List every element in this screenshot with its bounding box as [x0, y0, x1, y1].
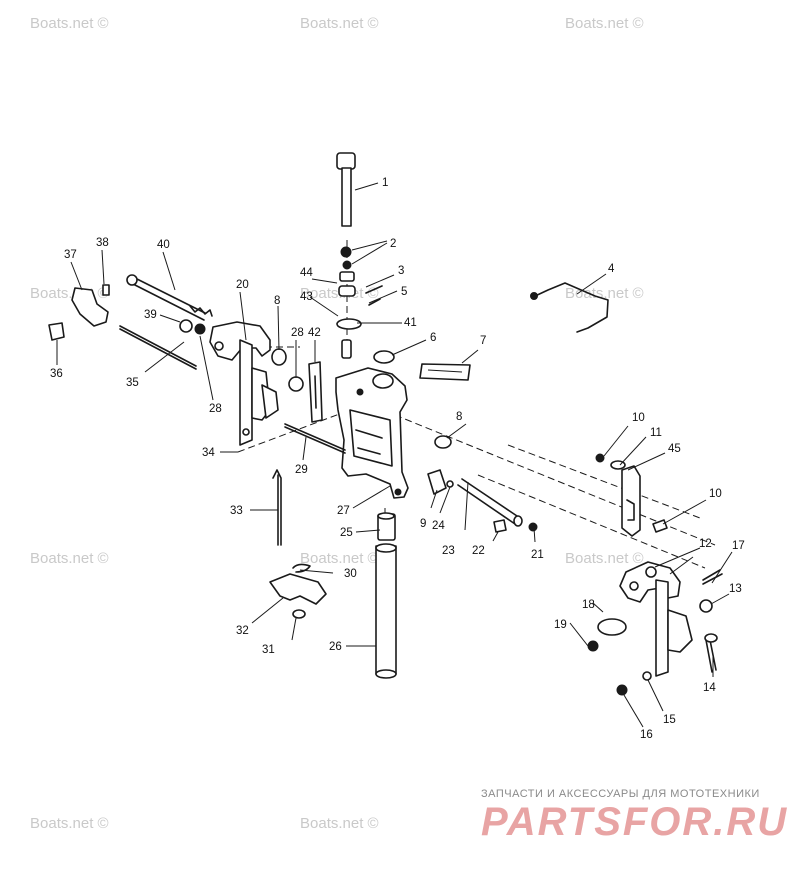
callout-26: 26 [329, 641, 342, 653]
watermark: Boats.net © [30, 815, 109, 832]
callout-23: 23 [442, 545, 455, 557]
part-29-rod [284, 423, 346, 454]
callout-2: 2 [390, 238, 396, 250]
leader-lines [56, 182, 733, 728]
callout-35: 35 [126, 377, 139, 389]
brand-logo-block: ЗАПЧАСТИ И АКСЕССУАРЫ ДЛЯ МОТОТЕХНИКИ PA… [481, 788, 786, 844]
watermark: Boats.net © [30, 15, 109, 32]
part-25-26-tube [375, 512, 397, 679]
callout-32: 32 [236, 625, 249, 637]
callout-29: 29 [295, 464, 308, 476]
callout-10-bottom: 10 [709, 488, 722, 500]
callout-20: 20 [236, 279, 249, 291]
callout-4: 4 [608, 263, 615, 275]
callout-43: 43 [300, 291, 313, 303]
callout-33: 33 [230, 505, 243, 517]
small-hardware-stack [336, 246, 395, 364]
left-small-parts [48, 284, 206, 341]
callout-8-left: 8 [274, 295, 280, 307]
brand-tagline: ЗАПЧАСТИ И АКСЕССУАРЫ ДЛЯ МОТОТЕХНИКИ [481, 788, 760, 800]
part-45-plate [595, 453, 668, 537]
callout-24: 24 [432, 520, 445, 532]
watermark: Boats.net © [300, 15, 379, 32]
callout-44: 44 [300, 267, 313, 279]
part-23-shaft [446, 478, 538, 533]
part-33-rod [272, 469, 282, 546]
callout-17: 17 [732, 540, 745, 552]
callout-7: 7 [480, 335, 486, 347]
right-hardware [587, 569, 723, 696]
callout-18: 18 [582, 599, 595, 611]
part-20-left-bracket [209, 321, 279, 446]
part-7-decal [419, 363, 471, 381]
part-35-rod [119, 325, 197, 370]
callout-labels: 1 2 3 4 5 6 7 8 8 9 10 10 11 12 13 14 15… [50, 177, 745, 741]
bushings-and-link [271, 348, 452, 449]
callout-38: 38 [96, 237, 109, 249]
callout-16: 16 [640, 729, 653, 741]
part-1-pin [336, 152, 356, 227]
callout-28-top: 28 [291, 327, 304, 339]
brand-logo: PARTSFOR.RU [481, 800, 789, 844]
callout-37: 37 [64, 249, 77, 261]
callout-45: 45 [668, 443, 681, 455]
watermark: Boats.net © [565, 550, 644, 567]
part-27-swivel-bracket [335, 367, 409, 499]
watermark: Boats.net © [300, 550, 379, 567]
part-4-rod [530, 282, 609, 333]
callout-1: 1 [382, 177, 388, 189]
callout-28-bottom: 28 [209, 403, 222, 415]
callout-15: 15 [663, 714, 676, 726]
callout-27: 27 [337, 505, 350, 517]
callout-8-right: 8 [456, 411, 462, 423]
callout-19: 19 [554, 619, 567, 631]
part-12-right-bracket [619, 561, 693, 677]
callout-36: 36 [50, 368, 63, 380]
callout-40: 40 [157, 239, 170, 251]
callout-25: 25 [340, 527, 353, 539]
callout-11: 11 [650, 427, 662, 439]
watermark: Boats.net © [565, 15, 644, 32]
callout-12: 12 [699, 538, 712, 550]
callout-34: 34 [202, 447, 215, 459]
part-40-bolt [126, 274, 213, 321]
callout-6: 6 [430, 332, 436, 344]
callout-5: 5 [401, 286, 407, 298]
part-9-block [427, 469, 447, 495]
callout-39: 39 [144, 309, 157, 321]
watermark: Boats.net © [300, 815, 379, 832]
callout-14: 14 [703, 682, 716, 694]
callout-42: 42 [308, 327, 321, 339]
callout-9: 9 [420, 518, 426, 530]
callout-22: 22 [472, 545, 485, 557]
callout-21: 21 [531, 549, 544, 561]
watermark: Boats.net © [30, 550, 109, 567]
callout-10-top: 10 [632, 412, 645, 424]
callout-13: 13 [729, 583, 742, 595]
parts-30-32-clamp [269, 563, 327, 619]
callout-31: 31 [262, 644, 275, 656]
callout-30: 30 [344, 568, 357, 580]
watermark: Boats.net © [30, 285, 109, 302]
callout-3: 3 [398, 265, 404, 277]
watermarks: Boats.net © Boats.net © Boats.net © Boat… [30, 15, 644, 832]
callout-41: 41 [404, 317, 417, 329]
